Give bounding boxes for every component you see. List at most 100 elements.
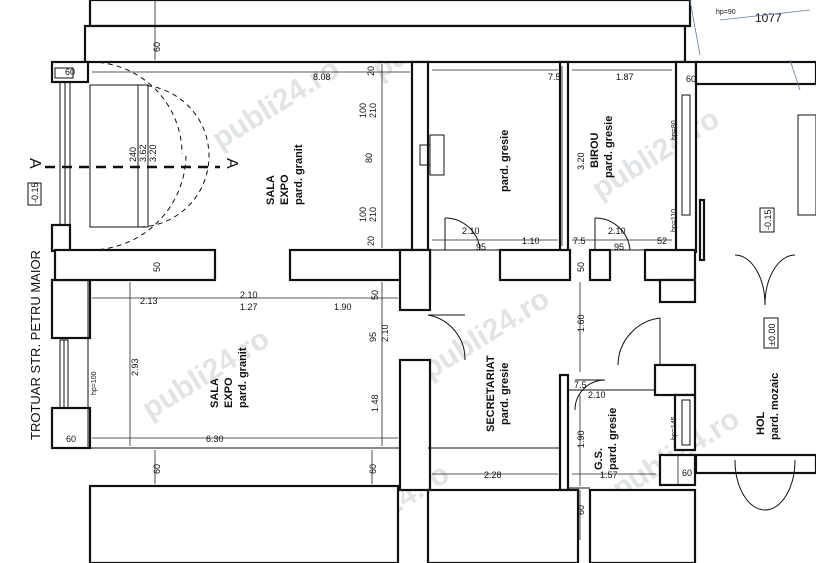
right-building-wall (694, 453, 816, 475)
right-wall-pier (658, 453, 697, 487)
dim-label: 3.20 (148, 144, 158, 162)
dim-label: 1.48 (370, 394, 380, 412)
facade-pillar (50, 223, 72, 253)
dim-label: 60 (65, 67, 75, 77)
room-name: BIROU (589, 133, 601, 169)
dim-label: 2.93 (130, 358, 140, 376)
level-markers: -0.15 -0.15 ±0.00 (27, 182, 779, 349)
bottom-wall (588, 488, 697, 563)
entrance-door (89, 61, 210, 251)
handwritten-marks (689, 0, 811, 91)
room-gresie: pard. gresie (499, 130, 511, 192)
sill-label: hp=100 (91, 371, 98, 395)
right-building-wall (694, 60, 816, 86)
right-wall (674, 60, 698, 254)
dim-label: 1.57 (600, 470, 618, 480)
door-swings (427, 217, 796, 511)
mid-wall-left (53, 248, 217, 282)
right-wall-pier (643, 248, 697, 282)
dim-label: 2.10 (240, 290, 258, 300)
section-cut: A A (26, 158, 240, 169)
dim-label: 60 (152, 464, 162, 474)
room-floor: pard. gresie (607, 408, 619, 470)
dim-label: 1.10 (522, 236, 540, 246)
left-window (54, 67, 74, 409)
dim-label: 50 (576, 262, 586, 272)
dim-label: 95 (368, 332, 378, 342)
room-floor: pard. mozaic (769, 373, 781, 440)
level-left: -0.15 (30, 182, 40, 203)
room-outlines (87, 61, 816, 489)
right-wall-pier (658, 278, 697, 304)
dim-label: 60 (686, 74, 696, 84)
room-name: G.S. (593, 448, 605, 470)
sill-labels: hp=100 hp=80 hp=110 hp=145 hp=90 (91, 9, 736, 440)
partition-pier (398, 248, 432, 312)
dimension-texts: 60 60 8.08 20 100 210 80 100 210 20 240 … (65, 42, 696, 515)
right-building-wall (698, 198, 706, 262)
dimension-lines (92, 0, 679, 540)
room-name: SALA (209, 378, 221, 408)
room-floor: pard. gresie (499, 130, 511, 192)
top-wall (88, 0, 692, 28)
sill-label: hp=80 (671, 120, 678, 140)
dim-label: 80 (364, 153, 374, 163)
dim-label: 210 (368, 103, 378, 118)
room-floor: pard. granit (237, 347, 249, 408)
dim-label: 7.5 (573, 236, 586, 246)
room-floor: pard. gresie (603, 116, 615, 178)
dim-label: 52 (657, 236, 667, 246)
dim-label: 7.5 (548, 72, 561, 82)
corridor-wall (588, 248, 612, 282)
dim-label: 210 (368, 207, 378, 222)
room-hol: HOL pard. mozaic (755, 373, 781, 440)
dim-label: 2.10 (380, 324, 390, 342)
bottom-wall (88, 484, 400, 563)
corridor-wall (498, 248, 572, 282)
street-label: TROTUAR STR. PETRU MAIOR (28, 250, 43, 440)
dim-label: 8.08 (313, 72, 331, 82)
facade-pillar (50, 406, 92, 450)
room-name: HOL (755, 412, 767, 436)
dim-label: 2.28 (484, 470, 502, 480)
room-secretariat: SECRETARIAT pard. gresie (485, 355, 511, 432)
room-birou: BIROU pard. gresie (589, 116, 615, 178)
dim-label: 2.10 (462, 226, 480, 236)
dim-label: 60 (576, 505, 586, 515)
corner-note: 1077 (755, 11, 782, 25)
sill-label: hp=145 (671, 416, 678, 440)
dim-label: 1.90 (576, 430, 586, 448)
interior-windows (419, 94, 691, 446)
room-gs: G.S. pard. gresie (593, 408, 619, 470)
dim-label: 2.13 (140, 296, 158, 306)
section-marker-right: A (223, 158, 240, 169)
dim-label: 7.5 (574, 380, 587, 390)
room-floor: pard. gresie (499, 363, 511, 425)
dim-label: 60 (682, 468, 692, 478)
dim-label: 6.30 (206, 434, 224, 444)
dim-label: 20 (366, 236, 376, 246)
walls (50, 0, 816, 563)
dim-label: 100 (358, 207, 368, 222)
dim-label: 95 (476, 242, 486, 252)
bottom-wall (426, 488, 580, 563)
dim-label: 2.10 (608, 226, 626, 236)
top-wall-inner (83, 24, 687, 64)
dim-label: 1.27 (240, 302, 258, 312)
room-name: SECRETARIAT (485, 355, 497, 432)
sill-label: hp=90 (716, 9, 736, 16)
dim-label: 60 (66, 434, 76, 444)
facade-pillar (50, 278, 92, 340)
watermark: publi24.ro (206, 52, 345, 156)
level-hol: ±0.00 (767, 324, 777, 346)
room-name: SALA (265, 175, 277, 205)
dim-label: 100 (358, 103, 368, 118)
dim-label: 3.62 (138, 144, 148, 162)
dim-label: 1.90 (334, 302, 352, 312)
watermark: publi24.ro (136, 322, 275, 426)
sill-label: hp=110 (671, 209, 678, 232)
gs-partition (558, 373, 570, 492)
dim-label: 240 (128, 147, 138, 162)
section-marker-left: A (26, 158, 43, 169)
dim-label: 2.10 (588, 390, 606, 400)
